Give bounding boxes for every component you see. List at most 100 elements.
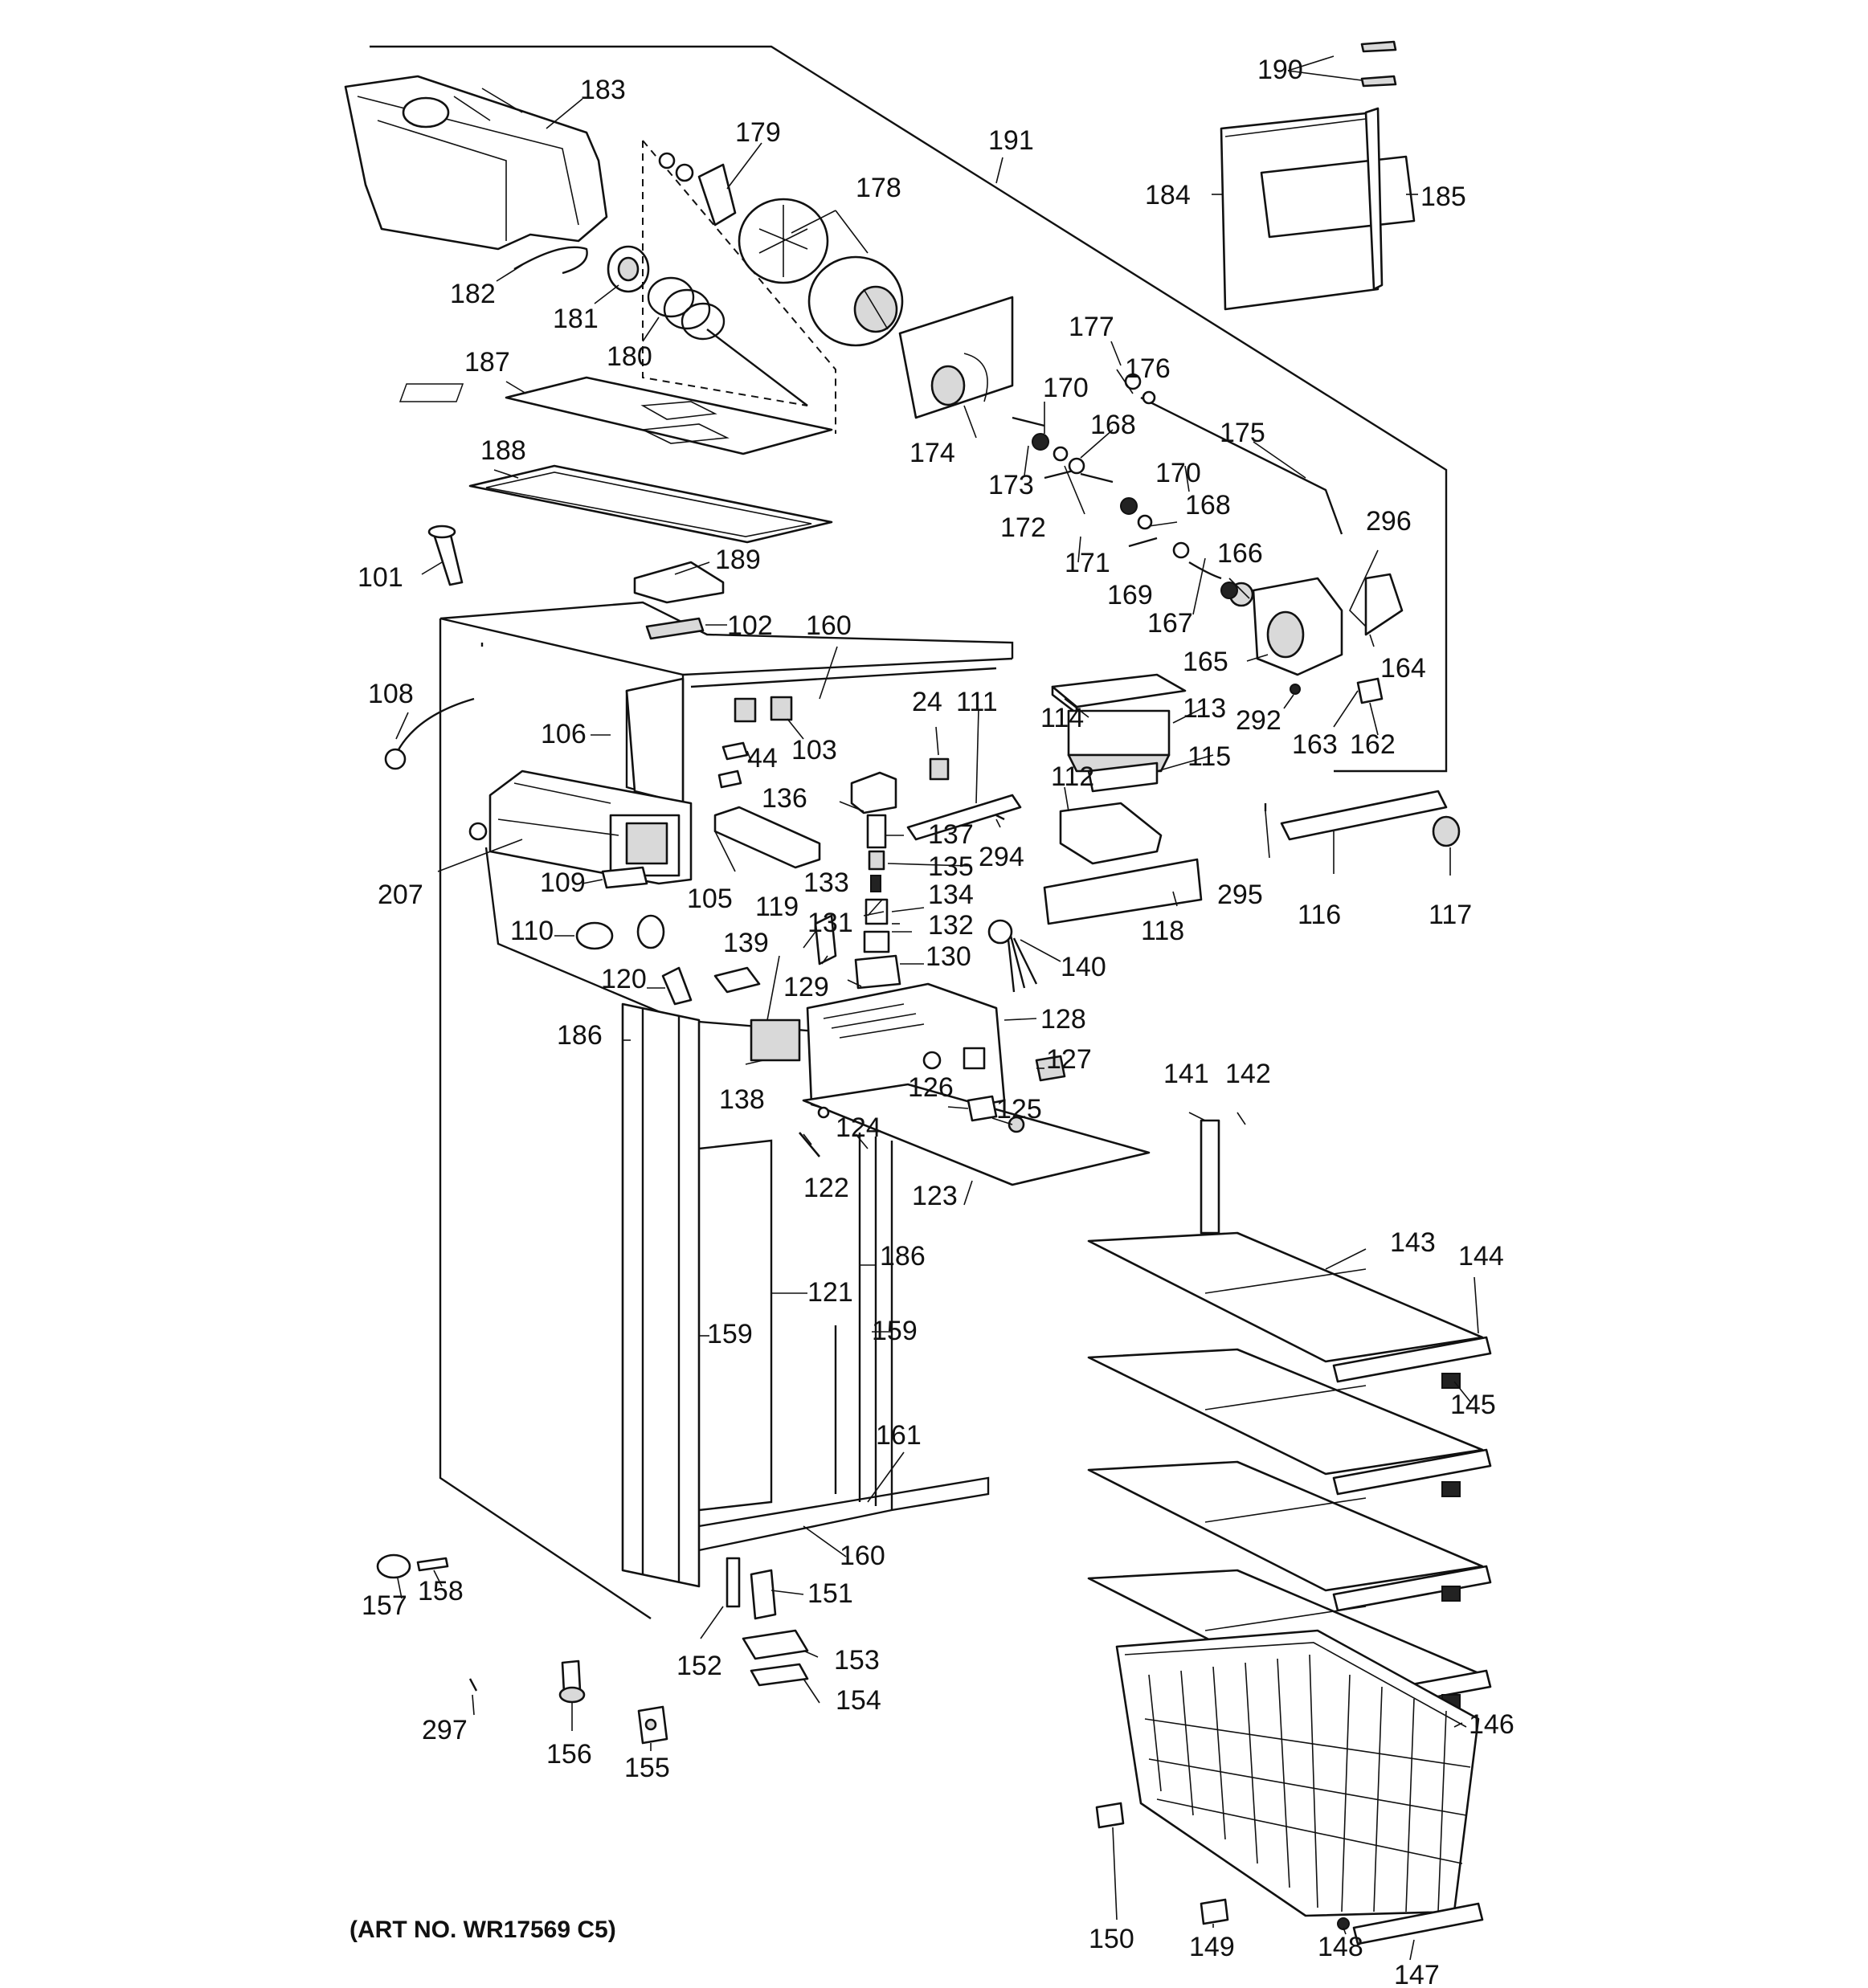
callout-128: 128 — [1040, 1004, 1086, 1035]
bucket-bail — [513, 246, 588, 275]
callout-130: 130 — [926, 941, 971, 972]
part-297 — [468, 1678, 478, 1692]
callout-105: 105 — [687, 884, 733, 914]
side-panel-106 — [625, 677, 685, 805]
harness-140 — [987, 919, 1038, 993]
callout-166: 166 — [1217, 538, 1263, 569]
callout-167: 167 — [1147, 608, 1193, 639]
callout-183: 183 — [580, 75, 626, 105]
callout-108: 108 — [368, 679, 414, 709]
callout-189: 189 — [715, 545, 761, 575]
timer-stack — [850, 771, 901, 990]
callout-185: 185 — [1420, 182, 1466, 212]
callout-165: 165 — [1183, 647, 1228, 677]
callout-154: 154 — [836, 1685, 881, 1716]
callout-113: 113 — [1183, 693, 1226, 724]
callout-118: 118 — [1141, 916, 1184, 946]
parts-artwork — [344, 40, 1492, 1945]
callout-146: 146 — [1469, 1709, 1514, 1740]
callout-101: 101 — [358, 562, 403, 593]
floor-channel — [698, 1476, 990, 1552]
basket-glides — [1095, 1802, 1229, 1925]
callout-178: 178 — [856, 173, 901, 203]
callout-161: 161 — [876, 1420, 922, 1451]
callout-159b: 159 — [872, 1316, 918, 1346]
callout-138: 138 — [719, 1084, 765, 1115]
callout-182: 182 — [450, 279, 496, 309]
callout-184: 184 — [1145, 180, 1191, 210]
callout-152: 152 — [676, 1651, 722, 1681]
rollers — [558, 1659, 668, 1745]
callout-148: 148 — [1318, 1932, 1363, 1962]
callout-117: 117 — [1429, 900, 1472, 930]
callout-103: 103 — [791, 735, 837, 765]
bracket-102 — [645, 617, 705, 640]
callout-153: 153 — [834, 1645, 880, 1676]
callout-171: 171 — [1065, 548, 1110, 578]
callout-140: 140 — [1061, 952, 1106, 982]
ice-bucket — [344, 75, 608, 251]
crusher-blades — [738, 198, 904, 347]
callout-labels: 183 179 178 191 190 184 185 182 181 180 … — [349, 55, 1514, 1988]
base-fasteners — [799, 1095, 1025, 1157]
callout-109: 109 — [540, 867, 586, 898]
callout-110: 110 — [510, 916, 554, 946]
callout-123: 123 — [912, 1181, 958, 1211]
shelf-standard — [1200, 1119, 1220, 1235]
rail-105 — [713, 806, 821, 869]
callout-131: 131 — [807, 908, 853, 938]
mullion-bar — [1280, 790, 1461, 847]
callout-139: 139 — [723, 928, 769, 958]
base-plate-123 — [802, 1083, 1151, 1186]
screw-101 — [427, 525, 464, 586]
thermistor-108 — [384, 697, 475, 770]
callout-144: 144 — [1458, 1241, 1504, 1272]
ice-dispenser-outline — [370, 45, 1448, 773]
leveler-parts — [376, 1553, 449, 1579]
misc-screws — [995, 803, 1267, 821]
callout-177: 177 — [1069, 312, 1114, 342]
bottom-hinge — [726, 1557, 809, 1687]
gasket — [468, 464, 833, 544]
callout-111: 111 — [956, 687, 998, 717]
callout-180: 180 — [607, 341, 652, 372]
callout-149: 149 — [1189, 1932, 1235, 1962]
callout-176: 176 — [1125, 353, 1171, 384]
callout-175: 175 — [1220, 418, 1265, 448]
callout-143: 143 — [1390, 1227, 1436, 1258]
shield-111 — [906, 794, 1022, 841]
callout-297: 297 — [422, 1715, 468, 1745]
callout-187: 187 — [464, 347, 510, 378]
callout-294: 294 — [979, 842, 1024, 872]
basket-front — [1337, 1902, 1484, 1945]
linkage-rod — [1124, 373, 1343, 535]
auger-spring — [647, 276, 808, 406]
callout-169: 169 — [1107, 580, 1153, 610]
callout-174: 174 — [909, 438, 955, 468]
callout-150: 150 — [1089, 1924, 1134, 1954]
cover-strip-118 — [1043, 858, 1203, 925]
callout-133: 133 — [803, 867, 849, 898]
callout-181: 181 — [553, 304, 599, 334]
callout-164: 164 — [1380, 653, 1426, 684]
callout-190: 190 — [1257, 55, 1303, 85]
part-127 — [1035, 1055, 1066, 1082]
callout-295: 295 — [1217, 880, 1263, 910]
callout-170: 170 — [1043, 373, 1089, 403]
callout-136: 136 — [762, 783, 807, 814]
callout-207: 207 — [378, 880, 423, 910]
callout-162: 162 — [1350, 729, 1396, 760]
callout-135: 135 — [928, 851, 974, 882]
callout-121: 121 — [807, 1277, 853, 1308]
clips-and-switch — [661, 914, 837, 1062]
callout-163: 163 — [1292, 729, 1338, 760]
callout-168b: 168 — [1185, 490, 1231, 520]
callout-114: 114 — [1040, 703, 1084, 733]
callout-292: 292 — [1236, 705, 1281, 736]
control-box — [806, 982, 1006, 1126]
callout-126: 126 — [908, 1072, 954, 1103]
bracket-112 — [1059, 802, 1163, 865]
dispenser-frame — [1220, 40, 1416, 311]
callout-168: 168 — [1090, 410, 1136, 440]
